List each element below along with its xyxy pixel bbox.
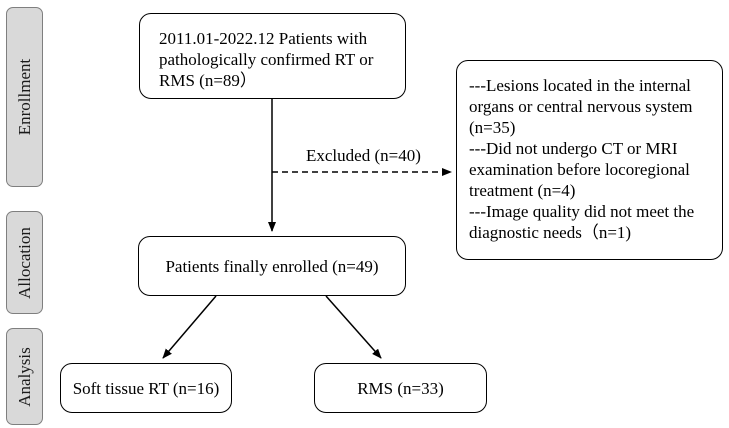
rt-group-box: Soft tissue RT (n=16) — [60, 363, 232, 413]
excluded-label: Excluded (n=40) — [306, 146, 421, 165]
rms-group-label: RMS (n=33) — [357, 378, 444, 398]
stage-analysis: Analysis — [6, 328, 43, 425]
exclusion-line: ---Lesions located in the internal — [469, 76, 691, 95]
rt-group-label: Soft tissue RT (n=16) — [72, 378, 220, 398]
enrolled-label: Patients finally enrolled (n=49) — [165, 256, 379, 276]
enrollment-line: pathologically confirmed RT or — [159, 50, 374, 69]
exclusion-line: treatment (n=4) — [469, 181, 576, 200]
enrolled-box: Patients finally enrolled (n=49) — [138, 236, 406, 296]
enrollment-line: 2011.01-2022.12 Patients with — [159, 29, 368, 48]
exclusion-line: examination before locoregional — [469, 160, 690, 179]
exclusion-line: (n=35) — [469, 118, 516, 137]
stage-enrollment: Enrollment — [6, 7, 43, 187]
exclusion-criteria-box: ---Lesions located in the internal organ… — [456, 60, 723, 260]
enrollment-line: RMS (n=89） — [159, 71, 257, 90]
exclusion-line: diagnostic needs（n=1) — [469, 223, 632, 242]
exclusion-line: ---Image quality did not meet the — [469, 202, 695, 221]
arrow-enrolled-to-rms — [325, 295, 382, 359]
arrow-enrolled-to-rt — [162, 295, 217, 359]
rms-group-box: RMS (n=33) — [314, 363, 487, 413]
exclusion-line: organs or central nervous system — [469, 97, 693, 116]
enrollment-box: 2011.01-2022.12 Patients with pathologic… — [139, 13, 406, 99]
exclusion-line: ---Did not undergo CT or MRI — [469, 139, 678, 158]
stage-allocation: Allocation — [6, 211, 43, 314]
